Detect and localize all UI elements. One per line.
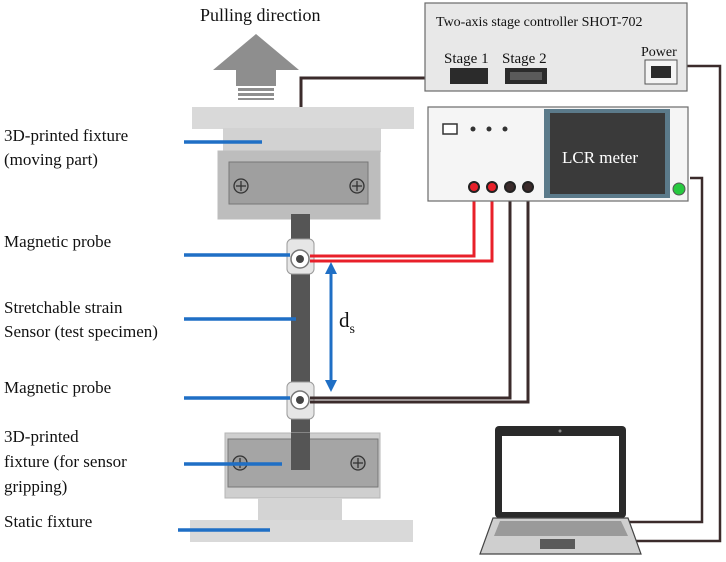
moving-fixture	[192, 107, 414, 220]
magnetic-probe-top	[286, 238, 315, 275]
static-fixture	[190, 498, 413, 542]
label-fixture-moving: 3D-printed fixture	[4, 126, 128, 145]
power-cable	[632, 64, 722, 543]
label-magnetic-probe-top: Magnetic probe	[4, 232, 111, 251]
label-fixture-moving-sub: (moving part)	[4, 150, 98, 169]
stage2-label: Stage 2	[502, 51, 547, 67]
label-sensor-sub: Sensor (test specimen)	[4, 322, 158, 341]
label-sensor: Stretchable strain	[4, 298, 123, 317]
pulling-direction-label: Pulling direction	[200, 5, 321, 25]
screw-icon	[349, 178, 365, 194]
dark-wire-b	[310, 188, 530, 404]
stage1-label: Stage 1	[444, 51, 489, 67]
distance-arrow	[325, 262, 337, 392]
label-fixture-grip: 3D-printed	[4, 427, 79, 446]
label-fixture-grip-2: fixture (for sensor	[4, 452, 127, 471]
leader-lines	[178, 140, 296, 532]
lcr-meter-label: LCR meter	[562, 148, 638, 167]
label-fixture-grip-3: gripping)	[4, 477, 67, 496]
lcr-meter	[427, 106, 689, 202]
specimen-lower-end	[291, 433, 310, 470]
red-wire-b	[310, 188, 494, 263]
screw-icon	[350, 455, 366, 471]
lcr-terminals	[468, 181, 534, 193]
magnetic-probe-bottom	[286, 381, 315, 420]
label-static-fixture: Static fixture	[4, 512, 92, 531]
stage-controller-title: Two-axis stage controller SHOT-702	[436, 15, 643, 30]
laptop-icon	[479, 426, 642, 555]
label-magnetic-probe-bottom: Magnetic probe	[4, 378, 111, 397]
power-label: Power	[641, 45, 677, 60]
data-cable	[628, 176, 704, 524]
stage-cable	[299, 76, 470, 107]
wires	[299, 64, 722, 543]
stage-controller	[424, 2, 688, 92]
red-wire-a	[310, 188, 476, 258]
pulling-direction-arrow	[213, 34, 299, 100]
dark-wire-a	[310, 188, 512, 400]
screw-icon	[233, 178, 249, 194]
distance-label: ds	[339, 308, 355, 337]
component-labels: 3D-printed fixture (moving part) Magneti…	[4, 126, 158, 531]
